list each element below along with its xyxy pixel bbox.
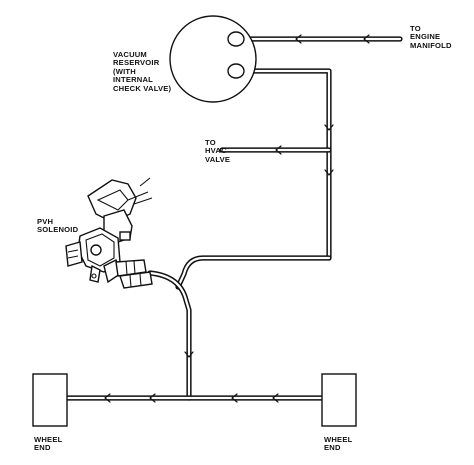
solenoid-supply-line — [175, 255, 332, 290]
arrow-icon — [104, 393, 111, 403]
arrow-icon — [363, 34, 370, 44]
label-hvac-valve: TO HVAC VALVE — [205, 138, 231, 164]
reservoir-inlet-port — [227, 31, 245, 47]
label-wheel-end-right: WHEEL END — [324, 435, 353, 453]
pvh-solenoid — [65, 177, 153, 289]
flow-arrows — [104, 34, 370, 403]
wheel-end-right — [321, 373, 357, 427]
arrow-icon — [149, 393, 156, 403]
label-pvh-solenoid: PVH SOLENOID — [37, 217, 79, 235]
arrow-icon — [295, 34, 302, 44]
arrow-icon — [272, 393, 279, 403]
arrow-icon — [275, 145, 282, 155]
reservoir-outlet-line — [233, 68, 332, 261]
reservoir-outlet-port — [227, 63, 245, 79]
arrow-icon — [324, 169, 334, 176]
wheel-end-left — [32, 373, 68, 427]
arrow-icon — [184, 351, 194, 358]
label-engine-manifold: TO ENGINE MANIFOLD — [410, 24, 452, 50]
arrow-icon — [231, 393, 238, 403]
label-vacuum-reservoir: VACUUM RESERVOIR (WITH INTERNAL CHECK VA… — [113, 50, 172, 93]
vacuum-reservoir — [169, 15, 257, 103]
label-wheel-end-left: WHEEL END — [34, 435, 63, 453]
arrow-icon — [324, 124, 334, 131]
